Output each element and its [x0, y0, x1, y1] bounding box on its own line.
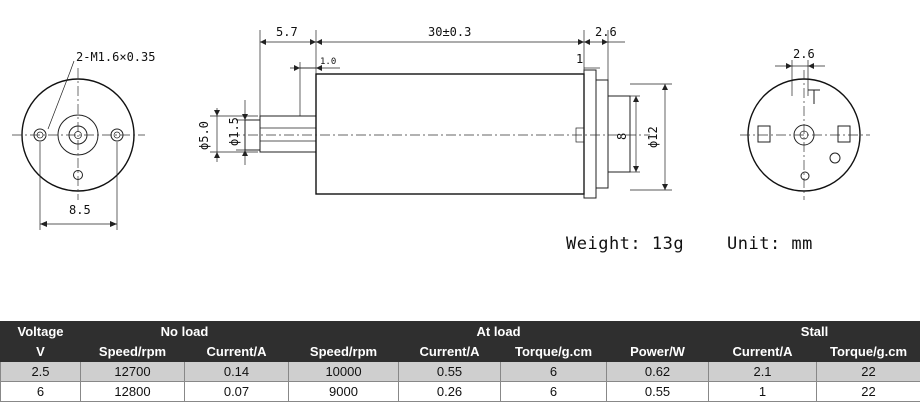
column-header: Speed/rpm: [288, 341, 400, 362]
table-cell: 6: [500, 381, 608, 402]
rear-offset-label: 2.6: [793, 47, 815, 61]
table-cell: 0.07: [183, 381, 290, 402]
table-cell: 0.62: [606, 361, 710, 382]
body-length-label: 30±0.3: [428, 25, 471, 39]
column-header: Current/A: [708, 341, 818, 362]
table-group-header-row: Voltage No load At load Stall: [0, 321, 920, 342]
column-header: Current/A: [398, 341, 502, 362]
table-cell: 22: [816, 381, 920, 402]
column-header: Current/A: [183, 341, 290, 362]
table-cell: 0.14: [183, 361, 290, 382]
rear-view: [740, 60, 870, 200]
table-cell: 6: [500, 361, 608, 382]
mount-thread-label: 2-M1.6×0.35: [76, 50, 155, 64]
cap-width-label: 8: [615, 133, 629, 140]
table-cell: 22: [816, 361, 920, 382]
table-row: 6 12800 0.07 9000 0.26 6 0.55 1 22: [0, 381, 920, 402]
front-view: [12, 60, 145, 230]
body-diameter-label: ϕ12: [646, 126, 660, 148]
end-length-label: 2.6: [595, 25, 617, 39]
table-cell: 0.26: [398, 381, 502, 402]
shaft-length-label: 5.7: [276, 25, 298, 39]
weight-note: Weight: 13g: [566, 234, 684, 254]
side-view: [210, 30, 672, 199]
column-header: Torque/g.cm: [816, 341, 920, 362]
table-cell: 12700: [80, 361, 185, 382]
voltage-group-header: Voltage: [0, 321, 81, 342]
table-cell: 2.1: [708, 361, 818, 382]
spec-table: Voltage No load At load Stall V Speed/rp…: [0, 321, 920, 402]
boss-length-label: 1.0: [320, 57, 336, 67]
column-header: Speed/rpm: [80, 341, 185, 362]
end-mark-label: 1: [576, 52, 583, 66]
table-row: 2.5 12700 0.14 10000 0.55 6 0.62 2.1 22: [0, 361, 920, 382]
shaft-diameter-label: ϕ1.5: [227, 117, 241, 146]
column-header: V: [0, 341, 81, 362]
table-cell: 6: [0, 381, 81, 402]
boss-diameter-label: ϕ5.0: [197, 121, 211, 150]
table-cell: 12800: [80, 381, 185, 402]
hole-spacing-label: 8.5: [69, 203, 91, 217]
column-header: Torque/g.cm: [500, 341, 608, 362]
table-cell: 0.55: [398, 361, 502, 382]
table-cell: 10000: [288, 361, 400, 382]
stall-group-header: Stall: [708, 321, 920, 342]
motor-technical-drawing: 2-M1.6×0.35 8.5: [12, 25, 870, 254]
table-cell: 2.5: [0, 361, 81, 382]
column-header: Power/W: [606, 341, 710, 362]
table-cell: 1: [708, 381, 818, 402]
unit-note: Unit: mm: [727, 234, 813, 254]
table-cell: 0.55: [606, 381, 710, 402]
table-cell: 9000: [288, 381, 400, 402]
no-load-group-header: No load: [79, 321, 290, 342]
table-subheader-row: V Speed/rpm Current/A Speed/rpm Current/…: [0, 341, 920, 362]
at-load-group-header: At load: [288, 321, 710, 342]
